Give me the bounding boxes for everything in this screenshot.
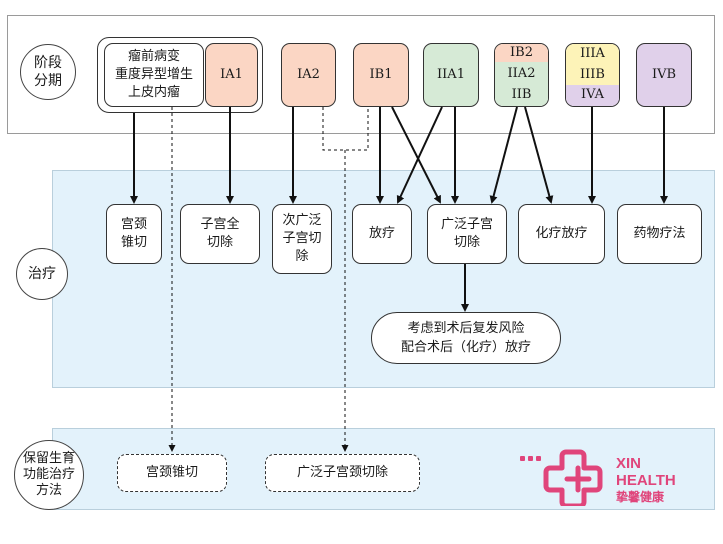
- cross-logo-icon: XIN HEALTH 挚馨健康: [520, 449, 676, 509]
- arrow-g1-radical: [489, 106, 518, 204]
- treat-total-hysterectomy: 子宫全 切除: [180, 204, 260, 264]
- treatment-label: 治疗: [16, 248, 68, 300]
- stage-ib1: IB1: [353, 43, 409, 107]
- fertility-label: 保留生育 功能治疗 方法: [14, 440, 84, 510]
- fertility-radical-trachelectomy: 广泛子宫颈切除: [265, 454, 420, 492]
- arrow-ib1-radical: [391, 106, 441, 204]
- logo-line1: XIN: [616, 455, 641, 472]
- stage-ivb: IVB: [636, 43, 692, 107]
- treat-drug-therapy: 药物疗法: [617, 204, 702, 264]
- stage-ia1: IA1: [205, 43, 258, 107]
- arrow-iia1-radio: [396, 106, 443, 204]
- stage-group-ib2-iib: IB2 IIA2 IIB: [494, 43, 549, 107]
- stage-iia1: IIA1: [423, 43, 479, 107]
- treat-radical: 广泛子宫 切除: [427, 204, 507, 264]
- stage-label: 阶段 分期: [20, 44, 76, 100]
- arrow-g1-chemo: [524, 106, 554, 204]
- stage-iiia: IIIA: [566, 44, 619, 65]
- treat-conization: 宫颈 锥切: [106, 204, 162, 264]
- stage-ia2: IA2: [281, 43, 336, 107]
- stage-iia2: IIA2: [495, 62, 548, 85]
- treat-subradical: 次广泛 子宫切 除: [272, 204, 332, 274]
- treat-chemoradiation: 化疗放疗: [518, 204, 605, 264]
- stage-precancer: 瘤前病变 重度异型增生 上皮内瘤: [104, 43, 204, 107]
- logo-line2: HEALTH: [616, 472, 676, 489]
- logo-chinese: 挚馨健康: [616, 489, 665, 504]
- dashed-ia2-ib1-bracket: [322, 107, 369, 151]
- stage-iib: IIB: [495, 84, 548, 106]
- stage-iiib: IIIB: [566, 64, 619, 85]
- stage-iva: IVA: [566, 84, 619, 106]
- xin-health-logo: XIN HEALTH 挚馨健康: [520, 444, 710, 509]
- fertility-conization: 宫颈锥切: [117, 454, 227, 492]
- stage-ib2: IB2: [495, 44, 548, 63]
- treat-radiotherapy: 放疗: [352, 204, 412, 264]
- treat-postop-note: 考虑到术后复发风险 配合术后（化疗）放疗: [371, 312, 561, 364]
- stage-group-iiia-iva: IIIA IIIB IVA: [565, 43, 620, 107]
